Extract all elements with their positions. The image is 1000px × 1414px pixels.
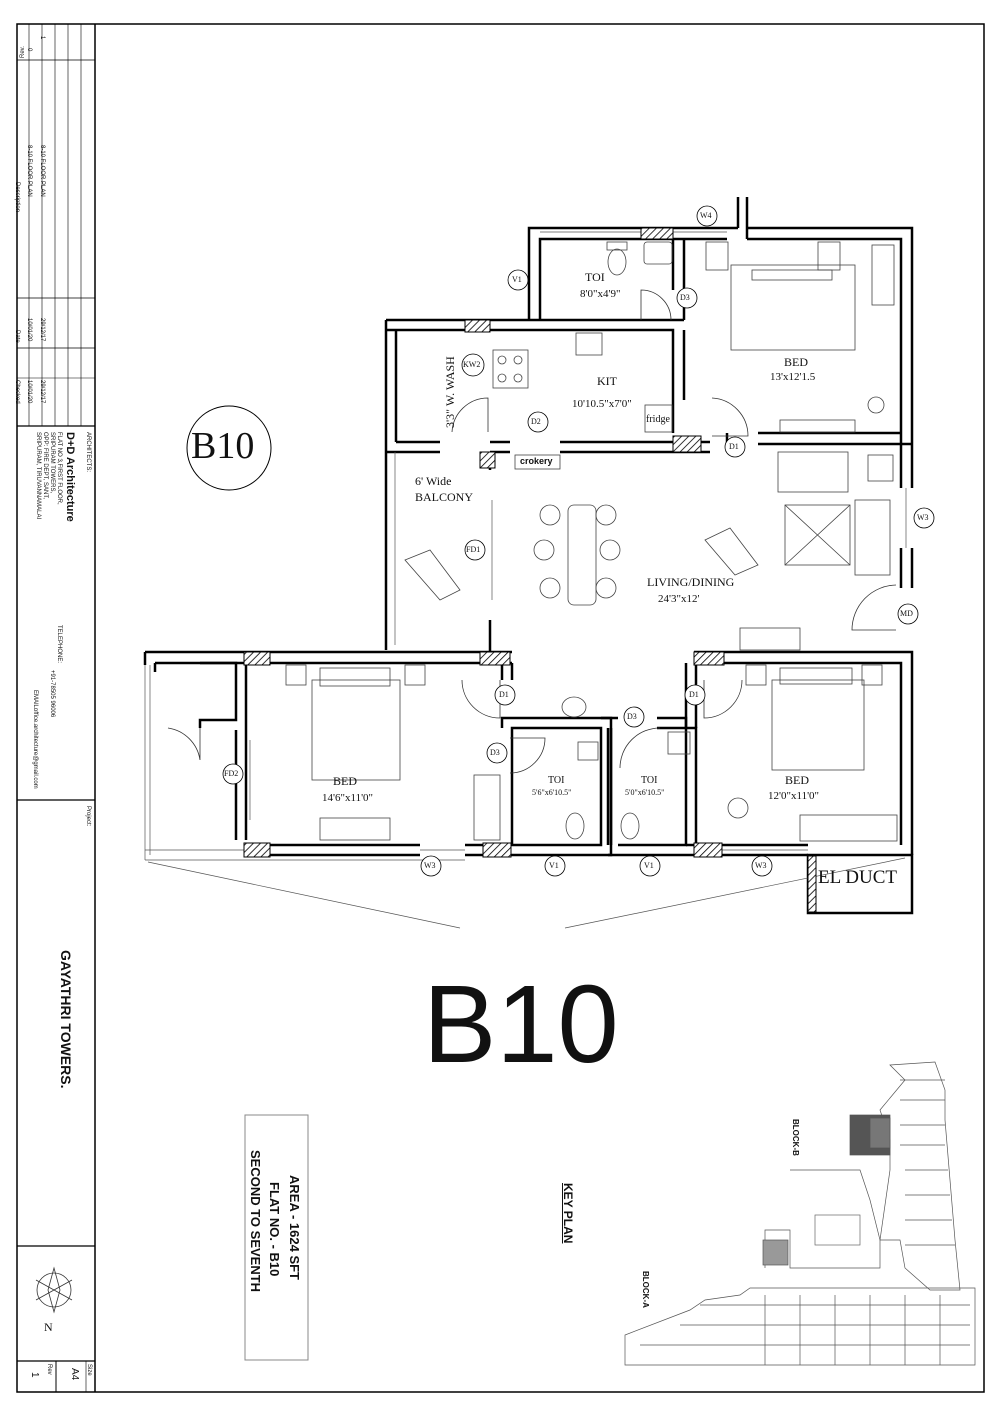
- checked-header: Checked: [14, 380, 20, 404]
- tag-circles: [222, 205, 935, 877]
- tag-md: MD: [900, 609, 913, 618]
- date-row-1: 29/12/17: [39, 318, 45, 342]
- dining-table-icon: [567, 504, 597, 606]
- sink-icon: [575, 332, 603, 356]
- toi-left-size: 5'6"x6'10.5": [532, 788, 572, 797]
- crokery-label: crokery: [520, 456, 553, 466]
- tag-w3-right: W3: [917, 513, 929, 522]
- toi-left-name: TOI: [548, 775, 565, 786]
- rev-value: 1: [29, 1372, 40, 1378]
- north-arrow-icon: [35, 1266, 73, 1314]
- flat-badge: B10: [191, 425, 255, 467]
- rev-row-1: 1: [39, 36, 45, 40]
- email-label: EMAIL:: [32, 690, 38, 710]
- tag-d1-right: D1: [689, 690, 699, 699]
- tag-d1-top: D1: [729, 442, 739, 451]
- fridge-label: fridge: [646, 414, 670, 425]
- bed-top-name: BED: [784, 355, 808, 369]
- structural-columns: [243, 227, 817, 913]
- checked-row-0: 10/01/20: [26, 380, 32, 404]
- stove-icon: [492, 349, 529, 389]
- tag-w3-bottom: W3: [755, 861, 767, 870]
- date-header: Date: [14, 330, 20, 343]
- description-header: Description: [14, 182, 20, 213]
- checked-row-1: 29/12/17: [39, 380, 45, 404]
- flat-text: FLAT NO. - B10: [267, 1182, 282, 1277]
- tag-fd1: FD1: [466, 545, 481, 554]
- toi-top-size: 8'0"x4'9": [580, 288, 621, 300]
- project-label: Project:: [85, 806, 91, 827]
- kit-name: KIT: [597, 374, 617, 388]
- living-name: LIVING/DINING: [647, 575, 735, 589]
- rev-row-0: 0: [26, 48, 32, 52]
- north-label: N: [44, 1320, 53, 1334]
- firm-name: D+D Architecture: [64, 432, 76, 522]
- toi-right-size: 5'0"x6'10.5": [625, 788, 665, 797]
- bed-right-name: BED: [785, 773, 809, 787]
- tag-d1-left: D1: [499, 690, 509, 699]
- block-a-label: BLOCK-A: [641, 1271, 650, 1308]
- balcony-line-2: BALCONY: [415, 490, 474, 504]
- toi-right-name: TOI: [641, 775, 658, 786]
- key-plan-drawing: [624, 1061, 976, 1366]
- size-label: Size: [86, 1364, 92, 1376]
- title-block: [17, 24, 96, 1392]
- living-size: 24'3"x12': [658, 593, 700, 605]
- tag-w4: W4: [700, 211, 712, 220]
- sheet-border: [16, 23, 985, 1393]
- description-row-0: 8-10 FLOOR PLAN: [26, 145, 32, 197]
- el-duct-label: EL DUCT: [818, 867, 897, 888]
- tag-d3-top: D3: [680, 293, 690, 302]
- tag-v1-top: V1: [512, 275, 522, 284]
- balcony-line-1: 6' Wide: [415, 474, 452, 488]
- toi-top-name: TOI: [585, 270, 605, 284]
- tag-v1-right: V1: [644, 861, 654, 870]
- key-plan-title: KEY PLAN: [561, 1183, 575, 1244]
- telephone-label: TELEPHONE:: [56, 625, 62, 664]
- info-box-frame: [244, 1114, 309, 1361]
- tag-w3-left: W3: [424, 861, 436, 870]
- floor-plan-walls: [143, 197, 914, 915]
- rev-label: Rev: [46, 1364, 52, 1375]
- date-row-0: 10/01/20: [26, 318, 32, 342]
- flat-badge-circle: [186, 405, 272, 491]
- bed-right-icon: [771, 679, 865, 771]
- wash-label: 3'3" W. WASH: [443, 356, 457, 428]
- tag-kw2: KW2: [463, 360, 481, 369]
- address-line-1: FLAT NO 3,FIRST FLOOR,: [56, 432, 62, 505]
- telephone: +91-78505 96006: [49, 670, 55, 718]
- size-value: A4: [69, 1368, 80, 1381]
- bed-left-size: 14'6"x11'0": [322, 792, 374, 804]
- tag-fd2: FD2: [224, 769, 239, 778]
- bed-top-size: 13'x12'1.5: [770, 371, 816, 383]
- big-flat-label: B10: [423, 963, 619, 1086]
- kit-size: 10'10.5"x7'0": [572, 398, 632, 410]
- tag-d3-mid: D3: [627, 712, 637, 721]
- bed-top-icon: [730, 264, 856, 351]
- address-line-3: OPP: FIRE DEPT, SANT,: [42, 432, 48, 500]
- email: office.architecture@gmail.com: [32, 708, 38, 789]
- floors-text: SECOND TO SEVENTH: [248, 1150, 263, 1293]
- tag-d2: D2: [531, 417, 541, 426]
- bed-left-icon: [311, 679, 401, 781]
- area-text: AREA - 1624 SFT: [287, 1175, 302, 1280]
- address-line-2: SRIPURAM TOWERS,: [49, 432, 55, 494]
- rug-icon: [784, 504, 851, 566]
- thin-lines: [144, 231, 907, 929]
- bed-left-name: BED: [333, 774, 357, 788]
- tag-d3-left: D3: [490, 748, 500, 757]
- project-name: GAYATHRI TOWERS.: [58, 950, 74, 1089]
- door-swings: [167, 289, 897, 774]
- block-b-label: BLOCK-B: [791, 1119, 800, 1156]
- bed-right-size: 12'0"x11'0": [768, 790, 820, 802]
- tag-v1-left: V1: [549, 861, 559, 870]
- address-line-4: SRIPURAM, TIRUVANNAMALAI: [35, 432, 41, 520]
- furniture: [285, 241, 898, 842]
- architects-label: ARCHITECTS:: [85, 432, 91, 473]
- description-row-1: 8-10 FLOOR PLAN: [39, 145, 45, 197]
